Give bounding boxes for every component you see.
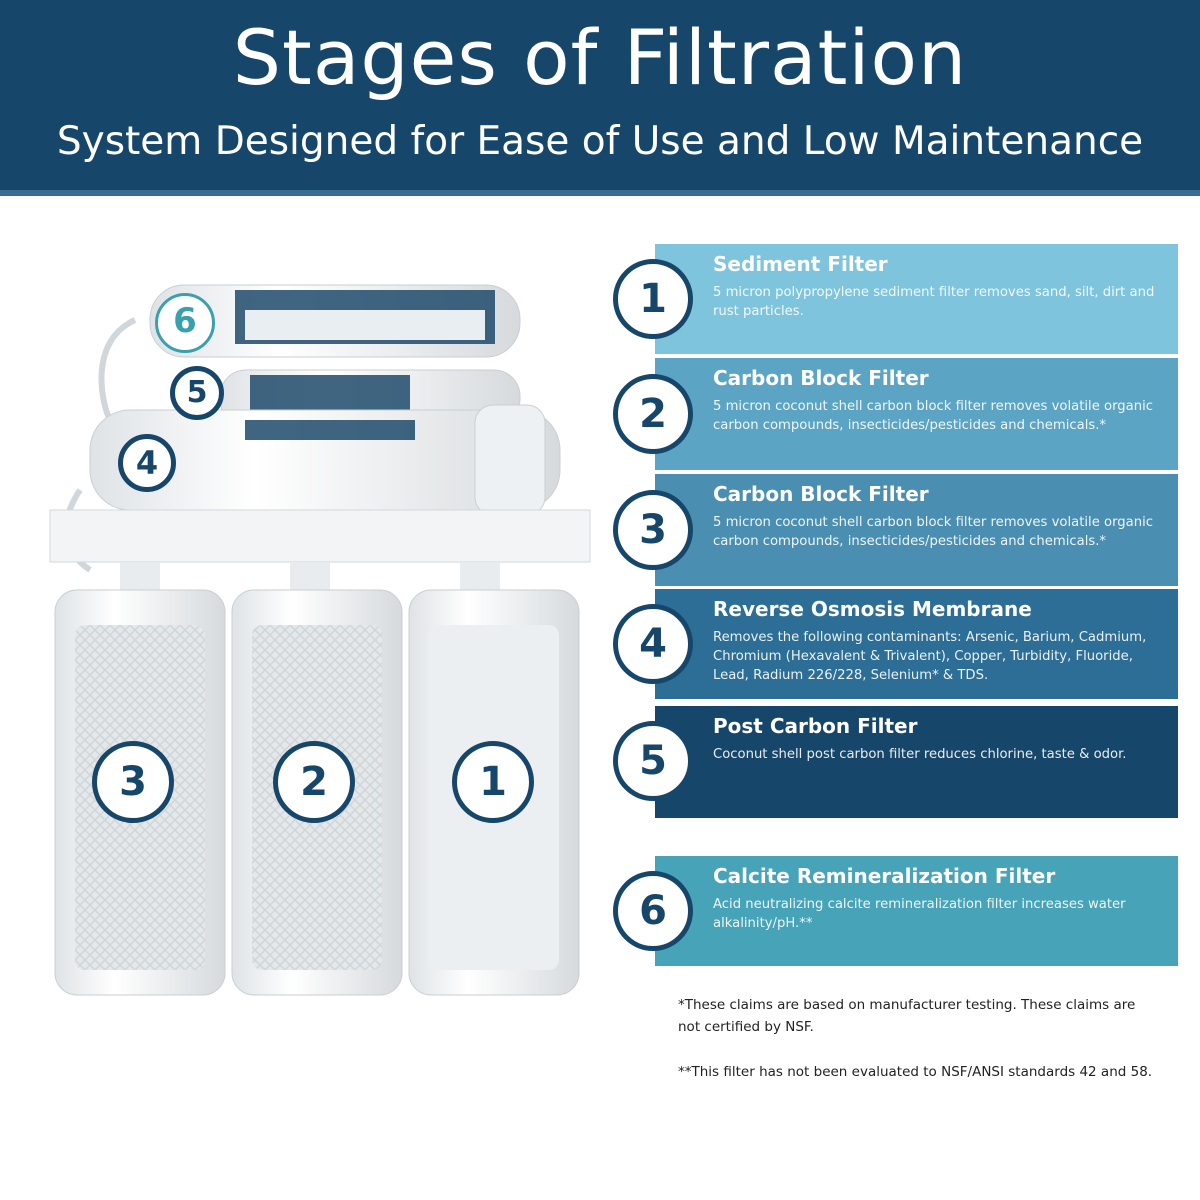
product-stage-1-marker: 1: [452, 741, 534, 823]
mounting-bracket: [49, 509, 591, 563]
stage-description: 5 micron coconut shell carbon block filt…: [713, 399, 1154, 433]
page-subtitle: System Designed for Ease of Use and Low …: [56, 119, 1144, 164]
product-stage-3-marker: 3: [92, 741, 174, 823]
footnote-1: *These claims are based on manufacturer …: [678, 997, 1136, 1035]
stage-description: Coconut shell post carbon filter reduces…: [713, 747, 1127, 762]
header-banner: [0, 0, 1200, 190]
stage-number-2: 2: [613, 374, 693, 454]
stage-name: Reverse Osmosis Membrane: [713, 597, 1032, 621]
stage-name: Calcite Remineralization Filter: [713, 864, 1056, 888]
stage-number-5: 5: [613, 721, 693, 801]
product-stage-2-marker: 2: [273, 741, 355, 823]
stage-panel-3: Carbon Block Filter 5 micron coconut she…: [655, 474, 1178, 586]
stage-name: Sediment Filter: [713, 252, 888, 276]
header-divider: [0, 190, 1200, 196]
product-stage-4-marker: 4: [118, 434, 176, 492]
page-title: Stages of Filtration: [232, 13, 968, 102]
stage-name: Carbon Block Filter: [713, 482, 929, 506]
stage-description: Removes the following contaminants: Arse…: [713, 630, 1147, 683]
product-stage-5-marker: 5: [170, 366, 224, 420]
filter-system-illustration: [49, 284, 591, 996]
stage-panel-4: Reverse Osmosis Membrane Removes the fol…: [655, 589, 1178, 699]
product-stage-6-marker: 6: [155, 293, 215, 353]
stage-name: Carbon Block Filter: [713, 366, 929, 390]
stage-panel-2: Carbon Block Filter 5 micron coconut she…: [655, 358, 1178, 470]
stage-panel-5: Post Carbon Filter Coconut shell post ca…: [655, 706, 1178, 818]
stage-number-4: 4: [613, 604, 693, 684]
stage-description: 5 micron polypropylene sediment filter r…: [713, 285, 1155, 319]
footnote-2: **This filter has not been evaluated to …: [678, 1064, 1153, 1080]
stage-number-3: 3: [613, 490, 693, 570]
footnotes: *These claims are based on manufacturer …: [678, 994, 1158, 1106]
stage-panel-6: Calcite Remineralization Filter Acid neu…: [655, 856, 1178, 966]
stage-number-1: 1: [613, 259, 693, 339]
stage-description: Acid neutralizing calcite remineralizati…: [713, 897, 1126, 931]
stage-description: 5 micron coconut shell carbon block filt…: [713, 515, 1154, 549]
stage-number-6: 6: [613, 871, 693, 951]
stage-panel-1: Sediment Filter 5 micron polypropylene s…: [655, 244, 1178, 354]
stage-name: Post Carbon Filter: [713, 714, 918, 738]
